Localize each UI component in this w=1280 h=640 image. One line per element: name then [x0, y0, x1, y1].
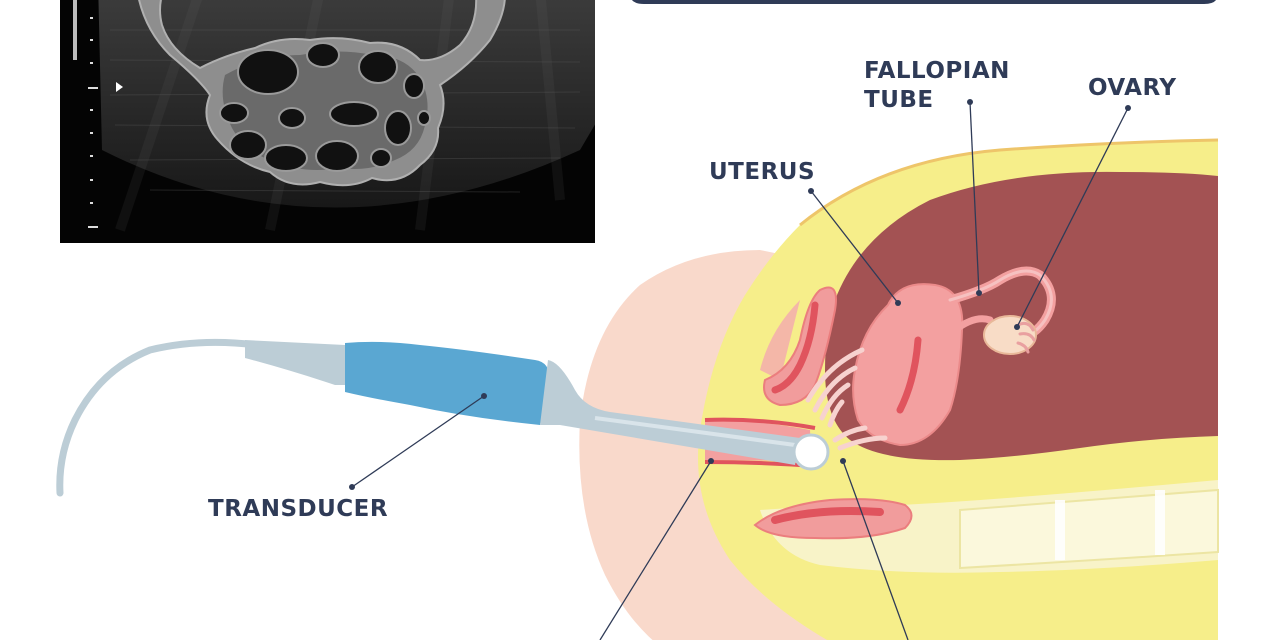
label-uterus: UTERUS — [709, 159, 816, 185]
transducer-handle — [345, 341, 550, 425]
leader-lines — [351, 101, 1129, 640]
uterine-ligament — [951, 315, 994, 334]
bladder — [763, 286, 837, 407]
ultrasound-focus-marker — [116, 82, 123, 92]
spine-segments — [959, 488, 1219, 570]
label-transducer: TRANSDUCER — [208, 496, 389, 522]
transducer-tip — [792, 433, 830, 471]
transducer-shaft-highlight — [594, 416, 796, 447]
vertebra-lines — [1055, 490, 1165, 560]
uterine-cavity — [896, 336, 922, 414]
fallopian-tube-inner — [948, 269, 1053, 340]
ultrasound-image — [60, 0, 595, 243]
bladder-lining — [771, 301, 819, 394]
transducer-cable — [56, 338, 259, 497]
header-banner — [631, 0, 1217, 4]
fat-outline — [799, 138, 1219, 227]
ultrasound-depth-scale — [73, 0, 98, 228]
label-ovary: OVARY — [1088, 75, 1177, 101]
pelvic-anatomy — [579, 138, 1219, 640]
label-fallopian-tube: FALLOPIAN TUBE — [864, 57, 1010, 115]
bladder-region — [760, 300, 800, 380]
label-fallopian-tube-line-1: FALLOPIAN — [864, 58, 1010, 84]
rectum-lining — [771, 507, 884, 524]
uterus — [852, 283, 964, 447]
leader-line-dots — [349, 99, 1131, 490]
transducer-tail — [245, 340, 345, 385]
ultrasound-waves — [805, 347, 888, 451]
ultrasound-follicles — [219, 42, 431, 172]
ovary-fimbriae — [1016, 321, 1036, 354]
label-fallopian-tube-line-2: TUBE — [864, 87, 934, 113]
transducer-probe — [56, 338, 830, 497]
vaginal-wall-upper — [704, 417, 816, 430]
